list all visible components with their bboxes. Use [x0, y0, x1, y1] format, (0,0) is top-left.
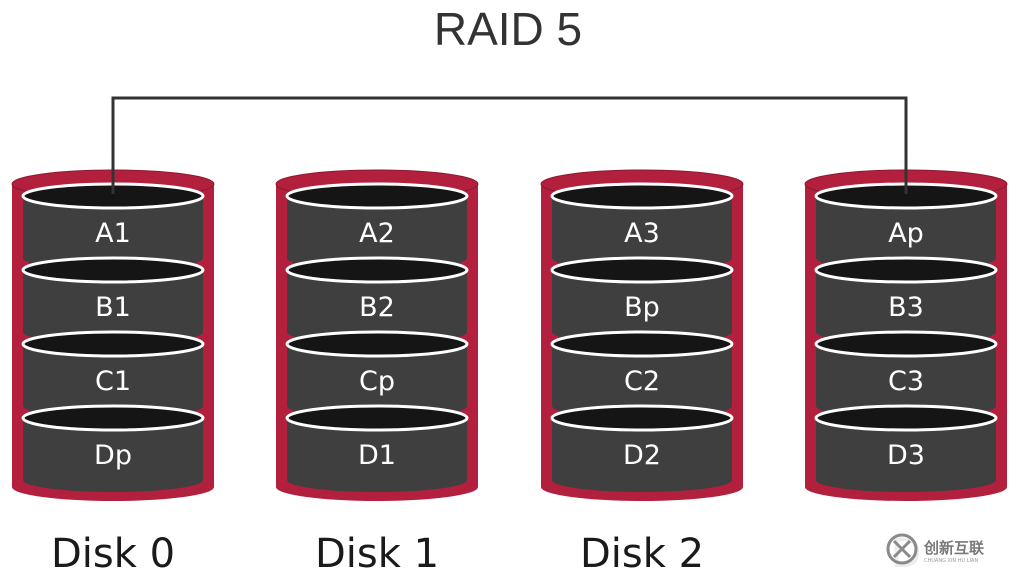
platter-body	[23, 270, 203, 344]
bus-line	[111, 96, 908, 194]
platter-top	[21, 330, 205, 358]
disk-3: ApB3C3D3D	[804, 169, 1008, 577]
platter-top	[814, 404, 998, 432]
block-label: D1	[358, 440, 396, 471]
block-label: C2	[624, 366, 660, 397]
platter-body	[287, 344, 467, 418]
platter-body	[816, 270, 996, 344]
platter-top	[21, 256, 205, 284]
block-label: Bp	[624, 292, 660, 323]
stripe-block: B1	[21, 256, 205, 344]
stripe-block: C3	[814, 330, 998, 418]
platter-body	[552, 418, 732, 492]
platter-body	[23, 344, 203, 418]
platter-top	[285, 256, 469, 284]
platter-body	[552, 344, 732, 418]
platter-top	[21, 404, 205, 432]
watermark-text: 创新互联	[923, 539, 985, 557]
platter-top	[814, 330, 998, 358]
platter-body	[287, 418, 467, 492]
platter-body	[816, 418, 996, 492]
disk-label: Disk 2	[580, 531, 704, 577]
platter-body	[23, 418, 203, 492]
stripe-block: A1	[21, 182, 205, 270]
block-label: Ap	[888, 218, 924, 249]
stripe-block: Ap	[814, 182, 998, 270]
block-label: B1	[95, 292, 131, 323]
logo-x-icon	[886, 533, 918, 565]
platter-body	[816, 196, 996, 270]
block-label: Cp	[359, 366, 395, 397]
block-label: D3	[887, 440, 925, 471]
stripe-block: A3	[550, 182, 734, 270]
platter-body	[287, 196, 467, 270]
platter-top	[285, 182, 469, 210]
block-label: C1	[95, 366, 131, 397]
stripe-block: Bp	[550, 256, 734, 344]
disk-label: Disk 0	[51, 531, 175, 577]
stripe-block: D3	[814, 404, 998, 492]
block-label: Dp	[94, 440, 132, 471]
block-label: A3	[624, 218, 660, 249]
stripe-block: A2	[285, 182, 469, 270]
block-label: A2	[359, 218, 395, 249]
platter-body	[552, 270, 732, 344]
platter-top	[550, 330, 734, 358]
diagram-title: RAID 5	[434, 3, 582, 55]
platter-top	[285, 404, 469, 432]
stripe-block: C2	[550, 330, 734, 418]
block-label: A1	[95, 218, 131, 249]
stripe-block: B3	[814, 256, 998, 344]
platter-top	[550, 182, 734, 210]
block-label: B3	[888, 292, 924, 323]
stripe-block: Dp	[21, 404, 205, 492]
platter-body	[23, 196, 203, 270]
stripe-block: C1	[21, 330, 205, 418]
watermark-subtext: CHUANG XIN HU LIAN	[924, 558, 978, 564]
platter-top	[550, 256, 734, 284]
platter-top	[550, 404, 734, 432]
platter-top	[285, 330, 469, 358]
block-label: C3	[888, 366, 924, 397]
watermark: 创新互联 CHUANG XIN HU LIAN	[873, 524, 1021, 579]
platter-top	[814, 256, 998, 284]
platter-body	[816, 344, 996, 418]
platter-body	[287, 270, 467, 344]
block-label: B2	[359, 292, 395, 323]
platter-body	[552, 196, 732, 270]
stripe-block: B2	[285, 256, 469, 344]
stripe-block: D2	[550, 404, 734, 492]
stripe-block: D1	[285, 404, 469, 492]
controller-bus	[111, 96, 908, 194]
stripe-block: Cp	[285, 330, 469, 418]
disk-label: Disk 1	[315, 531, 439, 577]
block-label: D2	[623, 440, 661, 471]
